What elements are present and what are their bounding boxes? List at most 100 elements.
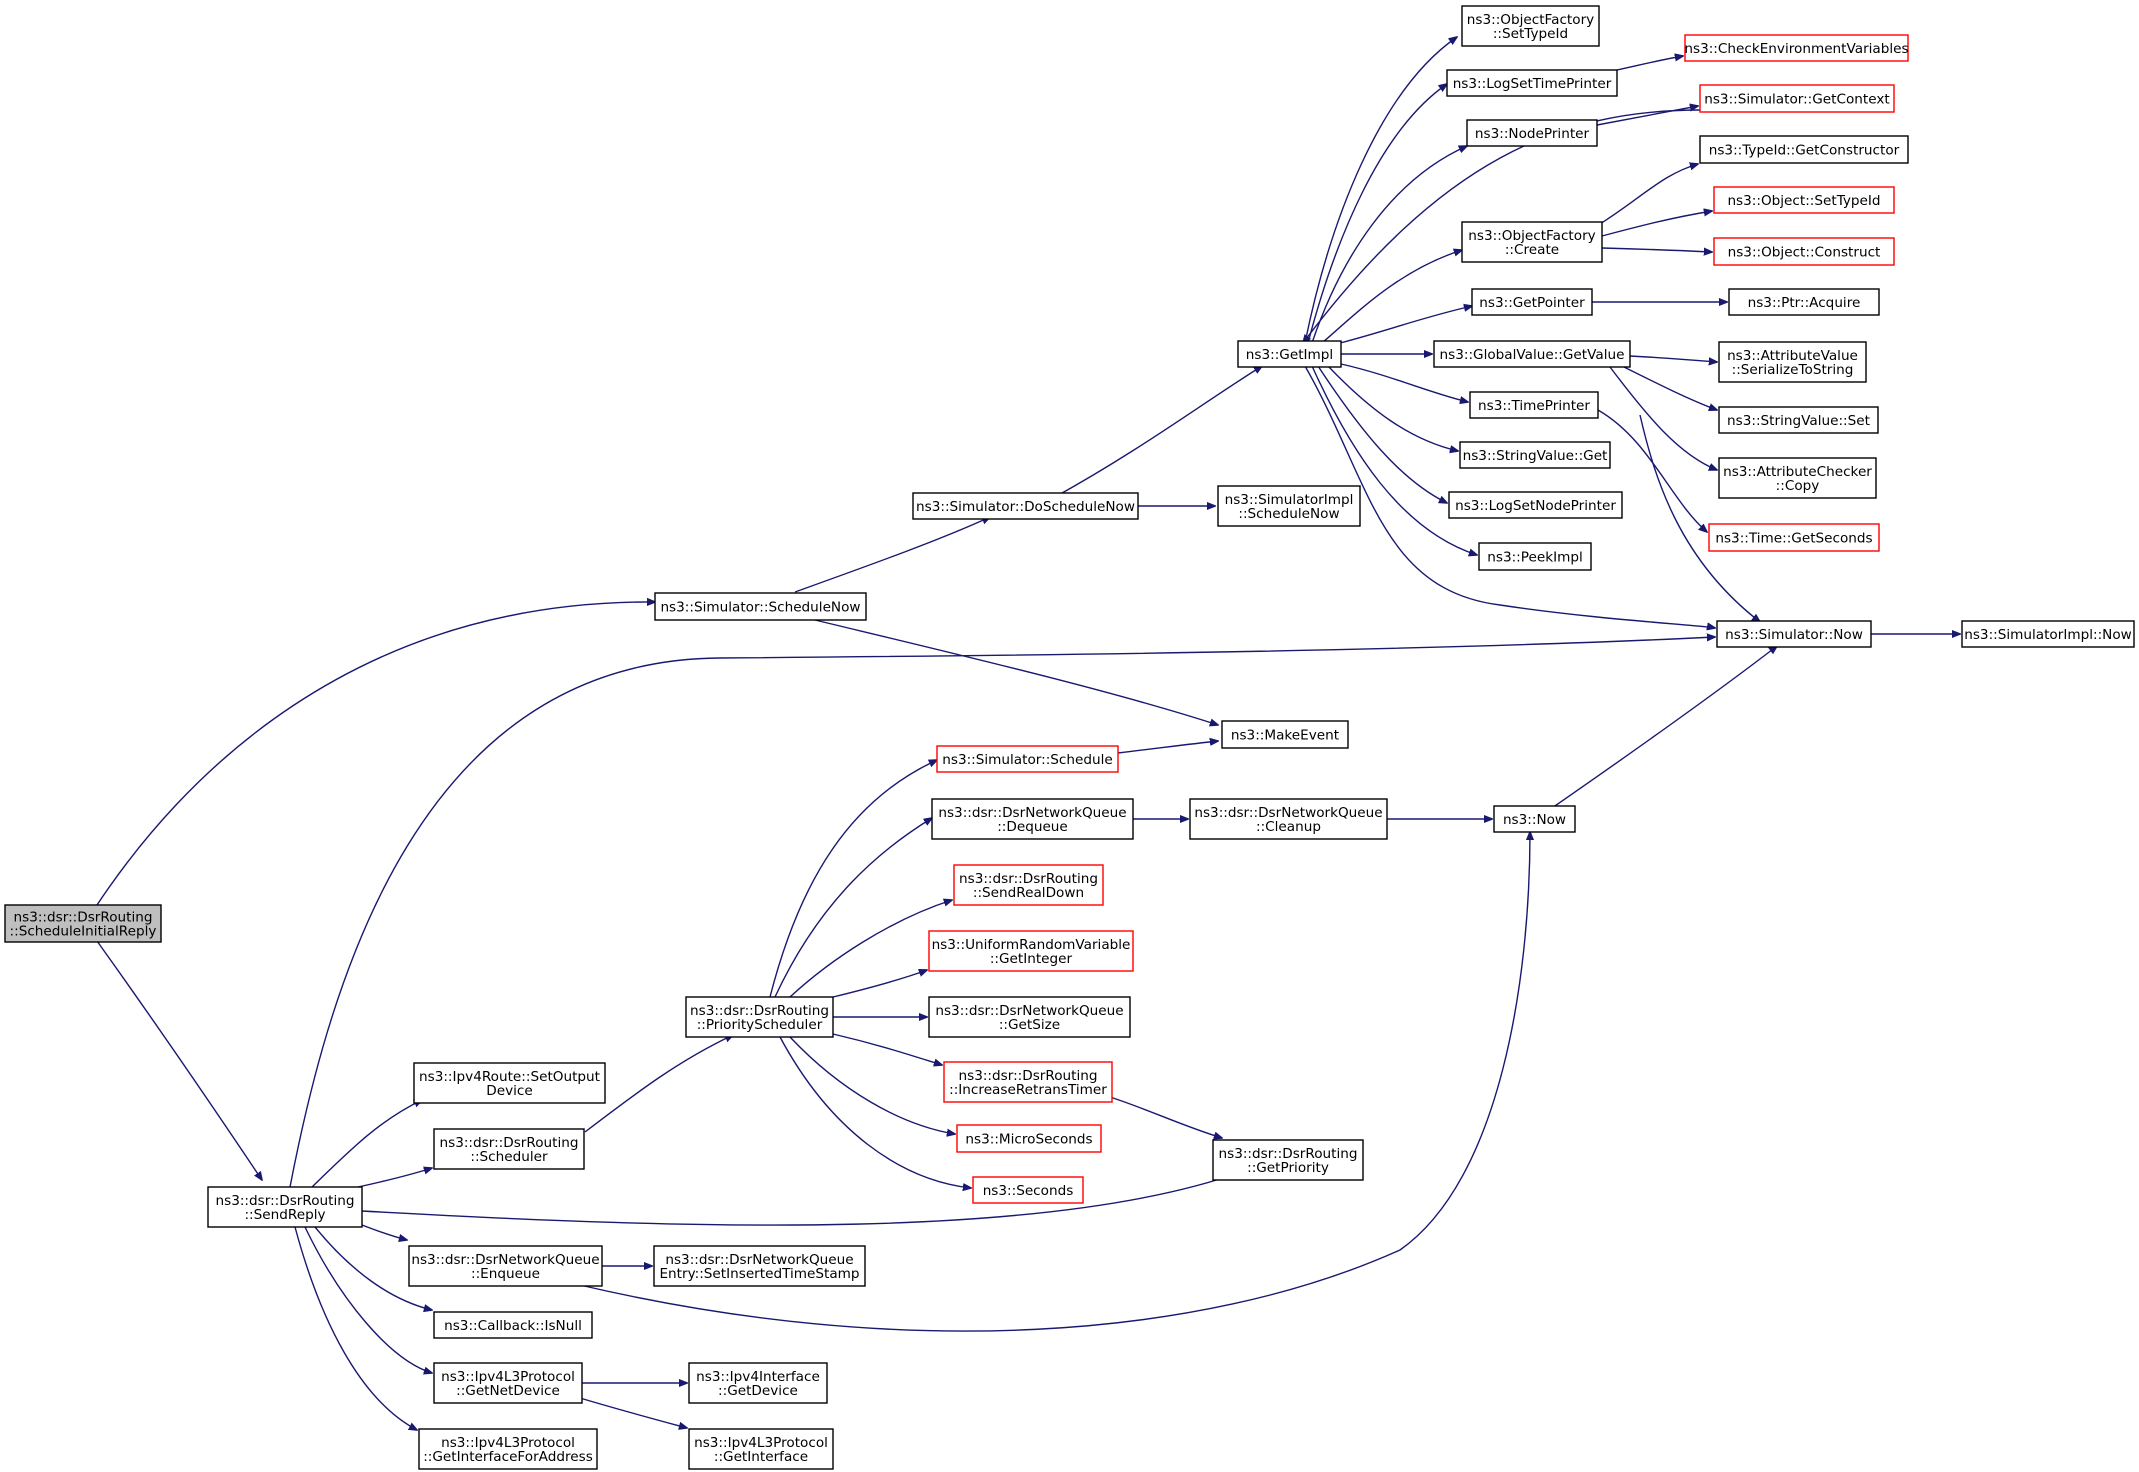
node-box (1446, 69, 1618, 97)
node-ptr-acquire[interactable]: ns3::Ptr::Acquire (1728, 288, 1880, 316)
node-simulator-schedule[interactable]: ns3::Simulator::Schedule (936, 745, 1119, 773)
edge-scheduleinitialreply-to-schedulenow (96, 602, 655, 906)
node-label-line: ns3::dsr::DsrNetworkQueue (665, 1252, 853, 1268)
node-box (654, 592, 867, 621)
node-objectfactory-settypeid[interactable]: ns3::ObjectFactory::SetTypeId (1461, 5, 1600, 47)
edge-sendreply-to-setoutputdevice (311, 1100, 422, 1188)
node-box (653, 1245, 866, 1287)
node-box (688, 1362, 828, 1404)
node-checkenvironmentvariables[interactable]: ns3::CheckEnvironmentVariables (1684, 34, 1909, 62)
node-box (1461, 221, 1603, 263)
node-simulatorimpl-schedulenow[interactable]: ns3::SimulatorImpl::ScheduleNow (1217, 485, 1361, 527)
edge-scheduler-to-priorityscheduler (584, 1035, 733, 1133)
node-dsrrouting-scheduler[interactable]: ns3::dsr::DsrRouting::Scheduler (433, 1128, 585, 1170)
edge-schedulenow-to-makeevent (814, 619, 1218, 725)
node-objectfactory-create[interactable]: ns3::ObjectFactory::Create (1461, 221, 1603, 263)
node-dsrrouting-priorityscheduler[interactable]: ns3::dsr::DsrRouting::PriorityScheduler (685, 996, 834, 1038)
node-box (4, 904, 162, 943)
edge-create-to-object-construct (1601, 247, 1712, 252)
node-globalvalue-getvalue[interactable]: ns3::GlobalValue::GetValue (1433, 340, 1631, 368)
node-object-settypeid[interactable]: ns3::Object::SetTypeId (1713, 186, 1895, 214)
node-getimpl[interactable]: ns3::GetImpl (1237, 340, 1342, 368)
node-dsrnetworkqueue-getsize[interactable]: ns3::dsr::DsrNetworkQueue::GetSize (928, 996, 1131, 1038)
node-stringvalue-set[interactable]: ns3::StringValue::Set (1718, 406, 1879, 434)
node-ipv4l3protocol-getinterfaceforaddress[interactable]: ns3::Ipv4L3Protocol::GetInterfaceForAddr… (418, 1428, 598, 1470)
node-label-line: ns3::MakeEvent (1231, 727, 1339, 743)
node-time-getseconds[interactable]: ns3::Time::GetSeconds (1708, 523, 1880, 552)
node-attributevalue-serializetostring[interactable]: ns3::AttributeValue::SerializeToString (1718, 341, 1867, 383)
node-box (433, 1362, 583, 1404)
node-simulator-now[interactable]: ns3::Simulator::Now (1716, 620, 1872, 648)
node-dsrrouting-sendrealdown[interactable]: ns3::dsr::DsrRouting::SendRealDown (953, 864, 1104, 906)
node-box (1448, 491, 1623, 519)
node-dsrnetworkqueue-dequeue[interactable]: ns3::dsr::DsrNetworkQueue::Dequeue (931, 798, 1134, 840)
node-dsrrouting-sendreply[interactable]: ns3::dsr::DsrRouting::SendReply (207, 1186, 363, 1228)
node-box (1469, 391, 1599, 419)
node-timeprinter[interactable]: ns3::TimePrinter (1469, 391, 1599, 419)
node-label-line: ::Dequeue (997, 819, 1068, 835)
node-nodeprinter[interactable]: ns3::NodePrinter (1466, 119, 1598, 147)
node-simulator-getcontext[interactable]: ns3::Simulator::GetContext (1699, 84, 1895, 113)
node-label-line: ns3::SimulatorImpl::Now (1964, 627, 2132, 643)
edge-logsettimeprinter-to-checkenvironmentvariables (1616, 56, 1683, 71)
node-logsettimeprinter[interactable]: ns3::LogSetTimePrinter (1446, 69, 1618, 97)
node-label-line: ns3::ObjectFactory (1467, 12, 1594, 28)
node-dsrrouting-getpriority[interactable]: ns3::dsr::DsrRouting::GetPriority (1212, 1139, 1364, 1181)
node-label-line: ::Enqueue (471, 1266, 540, 1282)
node-microseconds[interactable]: ns3::MicroSeconds (956, 1124, 1102, 1153)
node-label-line: ns3::dsr::DsrRouting (1219, 1146, 1358, 1162)
node-ipv4l3protocol-getinterface[interactable]: ns3::Ipv4L3Protocol::GetInterface (688, 1428, 834, 1470)
nodes-layer: ns3::dsr::DsrRouting::ScheduleInitialRep… (4, 5, 2135, 1470)
node-label-line: ns3::GetImpl (1246, 347, 1333, 363)
node-seconds[interactable]: ns3::Seconds (972, 1176, 1084, 1204)
node-dsrnetworkqueue-enqueue[interactable]: ns3::dsr::DsrNetworkQueue::Enqueue (408, 1245, 603, 1287)
node-simulator-doschedulenow[interactable]: ns3::Simulator::DoScheduleNow (912, 492, 1139, 520)
node-box (1461, 5, 1600, 47)
node-box (1699, 84, 1895, 113)
node-attributechecker-copy[interactable]: ns3::AttributeChecker::Copy (1718, 457, 1877, 499)
node-typeid-getconstructor[interactable]: ns3::TypeId::GetConstructor (1699, 135, 1909, 164)
edge-create-to-object-settypeid (1601, 211, 1712, 237)
edge-nodeprinter-to-getcontext (1596, 106, 1698, 126)
node-label-line: ::GetInterface (714, 1449, 808, 1465)
node-box (1713, 237, 1895, 266)
node-label-line: ::GetNetDevice (456, 1383, 560, 1399)
node-dsrrouting-increaseretranstimer[interactable]: ns3::dsr::DsrRouting::IncreaseRetransTim… (943, 1061, 1113, 1103)
node-now[interactable]: ns3::Now (1493, 805, 1576, 833)
node-dsrnetworkqueue-cleanup[interactable]: ns3::dsr::DsrNetworkQueue::Cleanup (1189, 798, 1388, 840)
node-uniformrandomvariable-getinteger[interactable]: ns3::UniformRandomVariable::GetInteger (928, 930, 1134, 972)
node-box (1189, 798, 1388, 840)
node-box (1466, 119, 1598, 147)
edge-priorityscheduler-to-seconds (779, 1036, 971, 1188)
node-dsrnetworkqueue-setinsertedtimestamp[interactable]: ns3::dsr::DsrNetworkQueueEntry::SetInser… (653, 1245, 866, 1287)
node-getpointer[interactable]: ns3::GetPointer (1471, 288, 1593, 316)
node-label-line: ns3::TypeId::GetConstructor (1709, 142, 1900, 158)
node-ipv4l3protocol-getnetdevice[interactable]: ns3::Ipv4L3Protocol::GetNetDevice (433, 1362, 583, 1404)
edge-timeprinter-to-simulator-now (1639, 414, 1760, 622)
node-peekimpl[interactable]: ns3::PeekImpl (1478, 542, 1592, 571)
node-box (1708, 523, 1880, 552)
node-logsetnodeprinter[interactable]: ns3::LogSetNodePrinter (1448, 491, 1623, 519)
node-box (1699, 135, 1909, 164)
node-label-line: ns3::dsr::DsrRouting (216, 1193, 355, 1209)
node-label-line: ::SetTypeId (1493, 26, 1568, 42)
node-simulator-schedulenow[interactable]: ns3::Simulator::ScheduleNow (654, 592, 867, 621)
node-label-line: ns3::PeekImpl (1487, 549, 1582, 565)
node-label-line: ns3::dsr::DsrNetworkQueue (935, 1003, 1123, 1019)
node-label-line: ns3::Seconds (983, 1183, 1074, 1199)
node-label-line: ns3::dsr::DsrNetworkQueue (411, 1252, 599, 1268)
node-ipv4interface-getdevice[interactable]: ns3::Ipv4Interface::GetDevice (688, 1362, 828, 1404)
edge-priorityscheduler-to-schedule (769, 760, 937, 998)
node-label-line: ns3::LogSetTimePrinter (1453, 76, 1612, 92)
node-schedule-initial-reply[interactable]: ns3::dsr::DsrRouting::ScheduleInitialRep… (4, 904, 162, 943)
node-label-line: ::ScheduleInitialReply (10, 923, 157, 939)
node-object-construct[interactable]: ns3::Object::Construct (1713, 237, 1895, 266)
node-makeevent[interactable]: ns3::MakeEvent (1221, 720, 1349, 749)
edge-priorityscheduler-to-sendrealdown (789, 900, 952, 998)
node-label-line: ns3::NodePrinter (1475, 126, 1590, 142)
node-stringvalue-get[interactable]: ns3::StringValue::Get (1459, 441, 1611, 469)
node-simulatorimpl-now[interactable]: ns3::SimulatorImpl::Now (1961, 620, 2135, 648)
edge-getnetdevice-to-getinterface (579, 1397, 687, 1428)
node-callback-isnull[interactable]: ns3::Callback::IsNull (433, 1311, 593, 1339)
